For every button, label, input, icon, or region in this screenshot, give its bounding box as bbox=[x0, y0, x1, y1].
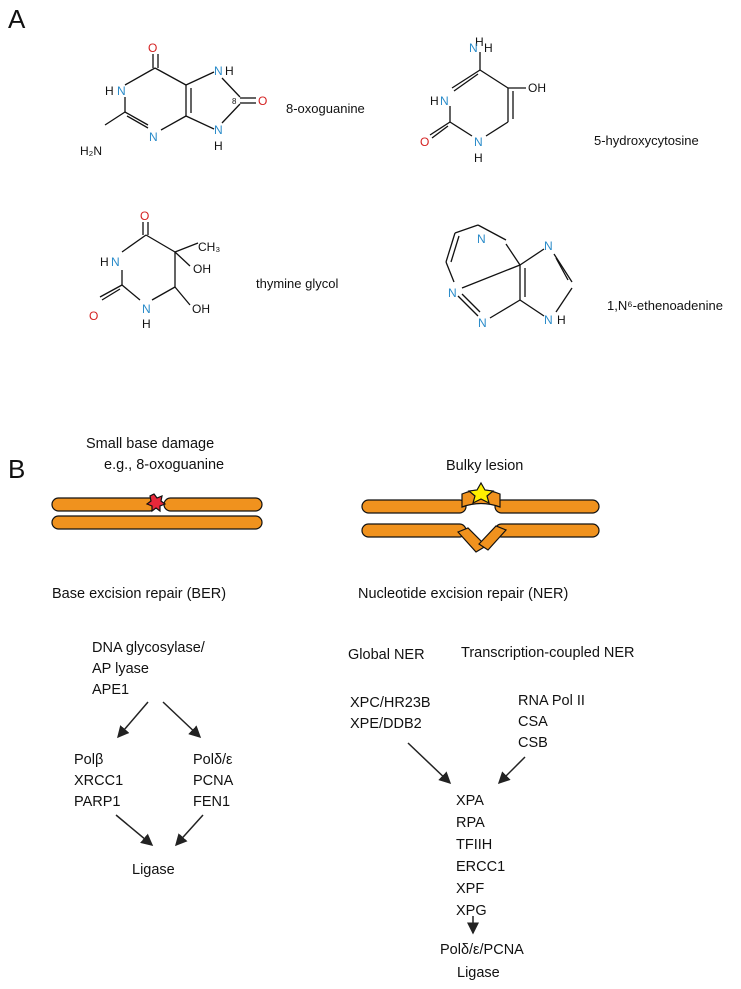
atom-h: H bbox=[484, 41, 493, 55]
atom-oh: OH bbox=[192, 302, 210, 316]
ber-factor: DNA glycosylase/ bbox=[92, 640, 205, 656]
ner-factor: XPF bbox=[456, 881, 485, 897]
ber-damage-line1: Small base damage bbox=[86, 436, 215, 452]
atom-n: N bbox=[469, 41, 478, 55]
ber-factor: Polβ bbox=[74, 752, 104, 768]
atom-n: N bbox=[448, 286, 457, 300]
ner-global: Global NER bbox=[348, 647, 425, 663]
ner-factor: XPE/DDB2 bbox=[350, 716, 422, 732]
ber-final: Ligase bbox=[132, 862, 175, 878]
atom-n: N bbox=[544, 313, 553, 327]
ber-right-branch: Polδ/ε PCNA FEN1 bbox=[193, 750, 233, 813]
ner-factor: XPA bbox=[456, 793, 484, 809]
ber-damage-line2: e.g., 8-oxoguanine bbox=[104, 457, 225, 473]
ner-factor: CSB bbox=[518, 735, 548, 751]
atom-o: O bbox=[148, 41, 157, 55]
atom-oh: OH bbox=[528, 81, 546, 95]
ber-factor: Polδ/ε bbox=[193, 752, 233, 768]
structure-5-hydroxycytosine bbox=[429, 52, 526, 139]
ner-damage: Bulky lesion bbox=[446, 458, 524, 474]
panel-a-structures: O N H N H 8 O N H₂N N H H N H OH H N O N… bbox=[80, 35, 573, 331]
atom-n: N bbox=[544, 239, 553, 253]
ner-factor: CSA bbox=[518, 714, 548, 730]
position-label: 8 bbox=[232, 97, 237, 106]
atom-n: N bbox=[214, 123, 223, 137]
atom-h: H bbox=[100, 255, 109, 269]
arrow-tc-to-core bbox=[497, 756, 526, 785]
ber-factor: PCNA bbox=[193, 773, 234, 789]
ner-factor: RPA bbox=[456, 815, 485, 831]
ner-factor: XPG bbox=[456, 903, 487, 919]
atom-h: H bbox=[142, 317, 151, 331]
atom-n: N bbox=[474, 135, 483, 149]
atom-h: H bbox=[430, 94, 439, 108]
atom-o: O bbox=[258, 94, 267, 108]
arrow-ber-left bbox=[117, 701, 149, 739]
atom-oh: OH bbox=[193, 262, 211, 276]
ber-left-branch: Polβ XRCC1 PARP1 bbox=[74, 750, 123, 813]
label-8-oxoguanine: 8-oxoguanine bbox=[286, 101, 365, 116]
atom-n: N bbox=[478, 316, 487, 330]
ber-factor: XRCC1 bbox=[74, 773, 124, 789]
panel-a-label: A bbox=[8, 4, 26, 34]
label-5-hydroxycytosine: 5-hydroxycytosine bbox=[594, 133, 699, 148]
atom-h: H bbox=[225, 64, 234, 78]
atom-nh2: H₂N bbox=[80, 144, 102, 158]
arrow-ber-right bbox=[162, 701, 202, 739]
dna-schematics bbox=[51, 481, 600, 553]
ner-title: Nucleotide excision repair (NER) bbox=[358, 586, 569, 602]
structure-8-oxoguanine bbox=[104, 54, 256, 131]
atom-o: O bbox=[89, 309, 98, 323]
ner-factor: ERCC1 bbox=[456, 859, 506, 875]
ber-factor: AP lyase bbox=[92, 661, 149, 677]
atom-h: H bbox=[105, 84, 114, 98]
ner-tc-factors: RNA Pol II CSA CSB bbox=[518, 691, 585, 754]
arrow-ber-right-to-ligase bbox=[174, 814, 204, 847]
ner-tc: Transcription-coupled NER bbox=[461, 645, 635, 661]
atom-n: N bbox=[149, 130, 158, 144]
atom-n: N bbox=[477, 232, 486, 246]
atom-n: N bbox=[214, 64, 223, 78]
atom-n: N bbox=[440, 94, 449, 108]
atom-n: N bbox=[111, 255, 120, 269]
ber-lesion-icon bbox=[145, 493, 167, 513]
arrow-ber-left-to-ligase bbox=[115, 814, 154, 846]
ner-final-line2: Ligase bbox=[457, 965, 500, 981]
atom-o: O bbox=[420, 135, 429, 149]
atom-h: H bbox=[557, 313, 566, 327]
ber-title: Base excision repair (BER) bbox=[52, 586, 227, 602]
atom-ch3: CH₃ bbox=[198, 240, 220, 254]
ber-factor: FEN1 bbox=[193, 794, 231, 810]
label-ethenoadenine: 1,N⁶-ethenoadenine bbox=[607, 298, 723, 313]
ner-factor: TFIIH bbox=[456, 837, 493, 853]
ner-dna bbox=[361, 481, 600, 553]
ner-factor: XPC/HR23B bbox=[350, 695, 431, 711]
ner-factor: RNA Pol II bbox=[518, 693, 585, 709]
ner-global-factors: XPC/HR23B XPE/DDB2 bbox=[350, 693, 431, 735]
structure-ethenoadenine bbox=[445, 224, 573, 319]
panel-b-label: B bbox=[8, 454, 26, 484]
atom-n: N bbox=[142, 302, 151, 316]
atom-h: H bbox=[214, 139, 223, 153]
atom-n: N bbox=[117, 84, 126, 98]
ner-lesion-icon bbox=[467, 481, 495, 505]
ber-factor: PARP1 bbox=[74, 794, 121, 810]
atom-o: O bbox=[140, 209, 149, 223]
ber-dna bbox=[51, 493, 263, 530]
ber-factor: APE1 bbox=[92, 682, 130, 698]
ber-step1: DNA glycosylase/ AP lyase APE1 bbox=[92, 638, 205, 701]
atom-h: H bbox=[474, 151, 483, 165]
arrow-global-to-core bbox=[407, 742, 452, 785]
ner-core-factors: XPA RPA TFIIH ERCC1 XPF XPG bbox=[456, 790, 505, 922]
label-thymine-glycol: thymine glycol bbox=[256, 276, 339, 291]
ner-final-line1: Polδ/ε/PCNA bbox=[440, 942, 524, 958]
atom-h: H bbox=[475, 35, 484, 49]
structure-thymine-glycol bbox=[99, 222, 199, 306]
